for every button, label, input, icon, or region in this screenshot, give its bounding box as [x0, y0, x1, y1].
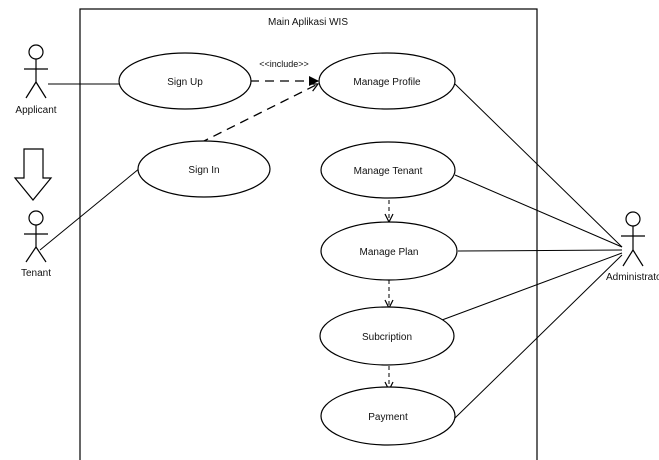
- down-arrow-icon: [13, 148, 53, 201]
- actor-head-icon: [625, 211, 641, 227]
- actor-head-icon: [28, 44, 44, 60]
- use-case-manage-plan: Manage Plan: [320, 221, 458, 281]
- use-case-label: Sign Up: [167, 77, 203, 88]
- use-case-manage-profile: Manage Profile: [318, 52, 456, 110]
- use-case-label: Subcription: [362, 332, 412, 343]
- use-case-label: Manage Plan: [360, 247, 419, 258]
- actor-label-tenant: Tenant: [21, 268, 51, 279]
- use-case-subscription: Subcription: [319, 306, 455, 366]
- association-admin-manage-profile: [454, 83, 623, 248]
- use-case-label: Sign In: [188, 165, 219, 176]
- system-title: Main Aplikasi WIS: [268, 17, 348, 28]
- association-admin-manage-plan: [457, 249, 623, 252]
- use-case-label: Manage Profile: [353, 77, 421, 88]
- use-case-manage-tenant: Manage Tenant: [320, 141, 456, 199]
- association-admin-manage-tenant: [454, 174, 623, 248]
- use-case-label: Payment: [368, 412, 408, 423]
- actor-head-icon: [28, 210, 44, 226]
- use-case-label: Manage Tenant: [354, 166, 423, 177]
- association-tenant-signin: [39, 167, 141, 251]
- include-label: <<include>>: [259, 59, 309, 69]
- association-admin-subscription: [441, 252, 623, 321]
- actor-tenant: [24, 210, 48, 263]
- use-case-sign-up: Sign Up: [118, 52, 252, 110]
- use-case-payment: Payment: [320, 386, 456, 446]
- use-case-sign-in: Sign In: [137, 140, 271, 198]
- actor-applicant: [24, 44, 48, 99]
- association-admin-payment: [454, 254, 623, 419]
- actor-label-applicant: Applicant: [15, 105, 56, 116]
- dependency-signin-manage-profile: [199, 84, 318, 144]
- actor-administrator: [621, 211, 645, 267]
- actor-label-administrator: Administrator: [606, 272, 659, 283]
